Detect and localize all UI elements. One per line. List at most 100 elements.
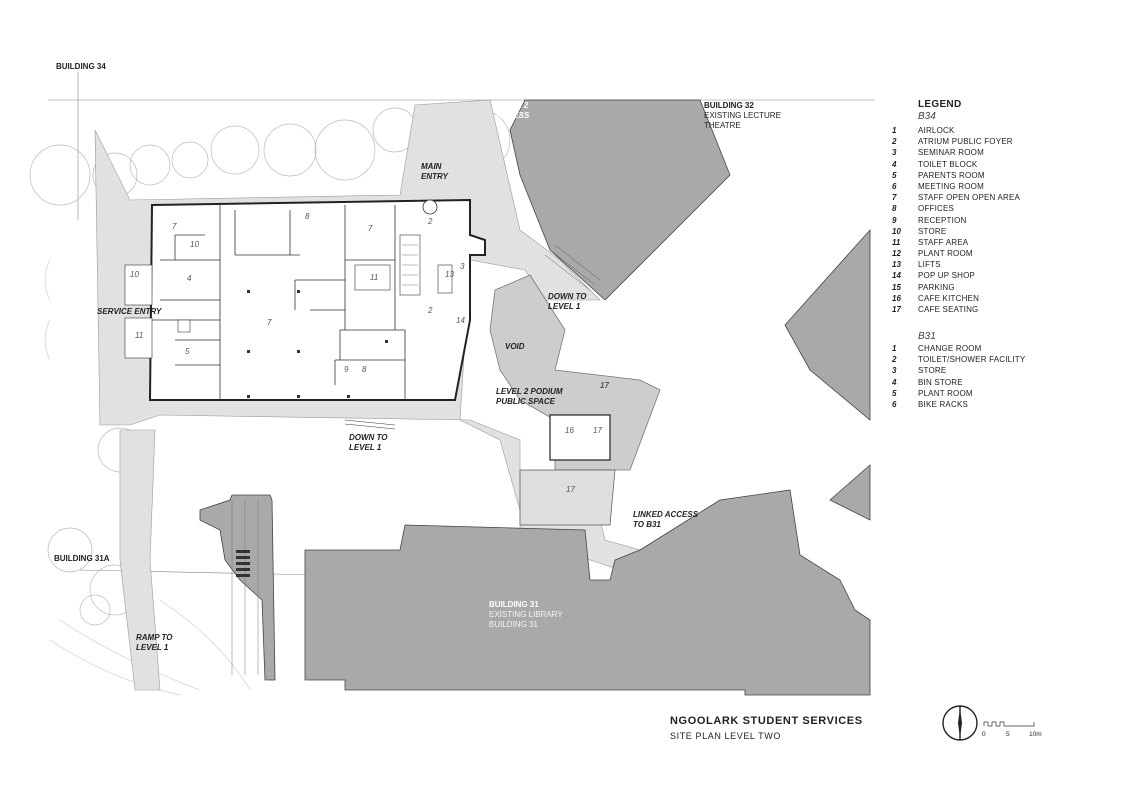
legend-item-label: AIRLOCK — [918, 126, 955, 135]
legend-item: 13 LIFTS — [892, 259, 1020, 270]
building-31-label: BUILDING 31 — [489, 600, 539, 609]
legend-item-number: 17 — [892, 305, 901, 314]
legend-item-number: 10 — [892, 226, 901, 236]
legend-item-label: TOILET BLOCK — [918, 159, 978, 169]
legend-item-number: 9 — [892, 215, 897, 225]
linked-access-label: LINKED ACCESS TO B31 — [633, 510, 699, 529]
legend-item: 6 BIKE RACKS — [892, 399, 1025, 410]
legend-item-label: BIN STORE — [918, 377, 963, 387]
legend-item-label: TOILET/SHOWER FACILITY — [918, 355, 1026, 365]
room-number: 2 — [428, 217, 433, 226]
room-number: 2 — [428, 306, 433, 315]
stair-marks — [236, 550, 250, 577]
room-number: 8 — [305, 212, 310, 221]
building-31-desc: EXISTING LIBRARY BUILDING 31 — [489, 610, 563, 629]
legend-item-label: PARKING — [918, 282, 955, 292]
legend-item-number: 11 — [892, 237, 901, 247]
legend-item-label: SEMINAR ROOM — [918, 148, 984, 158]
legend-item-label: PARENTS ROOM — [918, 170, 985, 180]
south-stair — [344, 419, 396, 430]
down-to-level-1-south: DOWN TO LEVEL 1 — [349, 433, 388, 452]
legend-item-number: 16 — [892, 293, 901, 303]
drawing-title: NGOOLARK STUDENT SERVICES — [670, 715, 863, 727]
legend-item-label: STORE — [918, 226, 947, 236]
legend-item-label: RECEPTION — [918, 215, 967, 225]
scale-tick-10: 10m — [1029, 731, 1042, 738]
legend-item-label: BIKE RACKS — [918, 399, 969, 409]
legend-item: 14 POP UP SHOP — [892, 270, 1020, 281]
legend-item-label: STAFF AREA — [918, 237, 969, 247]
legend-item-number: 13 — [892, 260, 901, 270]
legend-item-label: LIFTS — [918, 260, 941, 270]
legend-section-b31: B31 — [918, 331, 936, 342]
room-number: 4 — [187, 274, 192, 283]
scale-tick-5: 5 — [1006, 731, 1010, 738]
site-linework — [48, 72, 875, 576]
legend-title: LEGEND — [918, 99, 962, 110]
existing-buildings — [199, 99, 871, 696]
down-to-level-1-east: DOWN TO LEVEL 1 — [548, 292, 587, 311]
room-number: 10 — [130, 270, 139, 279]
entry-circle — [422, 199, 438, 215]
cafe-pavilion — [549, 414, 611, 461]
legend-item-number: 6 — [892, 399, 897, 409]
east-stair — [544, 244, 601, 291]
legend-item: 2 ATRIUM PUBLIC FOYER — [892, 136, 1020, 147]
stair-lines — [402, 244, 418, 286]
legend-item-number: 2 — [892, 137, 897, 147]
legend-item-number: 7 — [892, 193, 897, 203]
legend-item-number: 5 — [892, 170, 897, 180]
legend-item-number: 2 — [892, 355, 897, 365]
legend-item-label: PLANT ROOM — [918, 388, 973, 398]
north-arrow-and-scale — [942, 705, 1035, 741]
scale-bar — [983, 721, 1035, 727]
legend-item-number: 4 — [892, 159, 897, 169]
room-number: 11 — [135, 331, 144, 340]
building-32-desc: EXISTING LECTURE THEATRE — [704, 111, 781, 130]
legend-item-label: OFFICES — [918, 204, 955, 214]
room-number: 3 — [460, 262, 465, 271]
legend-item: 10 STORE — [892, 226, 1020, 237]
room-number: 9 — [344, 365, 349, 374]
room-number: 11 — [370, 273, 379, 282]
legend-item: 9 RECEPTION — [892, 215, 1020, 226]
room-number: 17 — [593, 426, 602, 435]
legend-item-label: MEETING ROOM — [918, 181, 984, 191]
legend-item-number: 1 — [892, 344, 897, 353]
legend-item-label: POP UP SHOP — [918, 271, 976, 281]
main-entry-label: MAIN ENTRY — [421, 162, 448, 181]
legend-item: 1 CHANGE ROOM — [892, 343, 1025, 354]
b31a-stripes — [231, 500, 259, 675]
level-2-access-label: LEVEL 2 ACCESS — [496, 101, 530, 120]
columns — [247, 290, 388, 398]
interior-walls — [152, 205, 406, 400]
room-number: 17 — [566, 485, 575, 494]
scale-tick-0: 0 — [982, 731, 986, 738]
room-number: 14 — [456, 316, 465, 325]
legend-item-number: 14 — [892, 271, 901, 281]
legend-item: 4 TOILET BLOCK — [892, 159, 1020, 170]
room-number: 13 — [445, 270, 454, 279]
legend-item: 2 TOILET/SHOWER FACILITY — [892, 354, 1025, 365]
drawing-subtitle: SITE PLAN LEVEL TWO — [670, 731, 781, 741]
fixtures — [124, 234, 453, 359]
room-number: 16 — [565, 426, 574, 435]
legend-item-label: ATRIUM PUBLIC FOYER — [918, 137, 1013, 147]
legend-item-label: CHANGE ROOM — [918, 344, 982, 353]
room-number: 7 — [267, 318, 272, 327]
linked-ramp — [519, 469, 616, 526]
legend-item-number: 12 — [892, 249, 901, 259]
room-number: 5 — [185, 347, 190, 356]
legend-item-number: 8 — [892, 204, 897, 214]
building-34-label: BUILDING 34 — [56, 62, 106, 71]
